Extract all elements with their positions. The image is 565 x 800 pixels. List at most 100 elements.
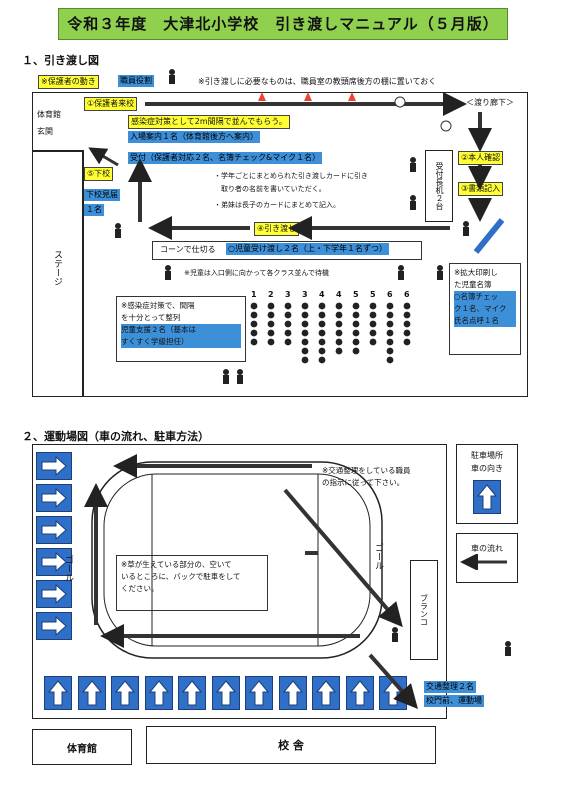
flow-arrow-exit xyxy=(88,147,119,167)
person-icons xyxy=(115,69,469,384)
traffic-note-2: の指示に従って下さい。 xyxy=(322,478,405,487)
step1-guardian-arrival: ①保護者来校 xyxy=(84,97,138,111)
guide-staff: 入場案内１名（体育館後方へ案内） xyxy=(128,131,260,143)
student-dot xyxy=(369,338,377,346)
parking-slot-right-arrow-icon xyxy=(36,484,72,512)
goal-right-label: ゴール xyxy=(373,543,383,570)
parking-slot-up-arrow-icon xyxy=(178,676,206,710)
stage-divider xyxy=(82,150,84,397)
reception-note-1: ・学年ごとにまとめられた引き渡しカードに引き xyxy=(214,172,368,180)
grade-label: 5 xyxy=(370,290,376,299)
student-dot xyxy=(318,347,326,355)
traffic-staff-icons xyxy=(392,627,511,656)
parking-slot-up-arrow-icon xyxy=(211,676,240,710)
grade-label: 3 xyxy=(302,290,308,299)
student-dot xyxy=(301,329,309,337)
student-dot xyxy=(369,311,377,319)
class-waiting-note: ※児童は入口側に向かって各クラス並んで待機 xyxy=(184,269,330,277)
grade-label: 2 xyxy=(268,290,274,299)
flow-legend-label: 車の流れ xyxy=(471,544,503,553)
parking-slot-up-arrow-icon xyxy=(111,676,139,710)
student-dot xyxy=(352,311,360,319)
student-dot xyxy=(352,347,360,355)
student-dot xyxy=(335,320,343,328)
student-dot xyxy=(267,311,275,319)
swing-label: ブランコ xyxy=(410,560,438,660)
roll-staff-2: ク１名、マイク xyxy=(454,303,516,315)
student-dot xyxy=(318,338,326,346)
parking-slot-up-arrow-icon xyxy=(345,676,374,710)
blue-partition xyxy=(473,218,505,254)
reception-staff: 受付（保護者対応２名、名簿チェック&マイク１名） xyxy=(128,152,323,164)
student-dot xyxy=(301,320,309,328)
grade-label: 6 xyxy=(404,290,410,299)
student-dot xyxy=(267,302,275,310)
entrance-divider xyxy=(32,150,82,152)
grass-note-3: ください。 xyxy=(121,584,159,593)
gym-floor-plan xyxy=(32,92,528,397)
student-dot xyxy=(284,311,292,319)
parking-slot-up-arrow-icon xyxy=(144,676,173,710)
student-dot xyxy=(386,320,394,328)
parking-slot-up-arrow-icon xyxy=(278,676,307,710)
traffic-staff-2: 校門前、運動場 xyxy=(424,695,484,707)
exit-staff-1: 下校見届 xyxy=(84,189,120,201)
student-dot xyxy=(284,329,292,337)
parking-slot-right-arrow-icon xyxy=(36,516,72,544)
roll-call-note-box: ※拡大印刷し た児童名簿 ○名簿チェッ ク１名、マイク 氏名点呼１名 xyxy=(449,263,521,355)
parking-slot-up-arrow-icon xyxy=(245,676,273,710)
student-dot xyxy=(284,302,292,310)
playground-map xyxy=(32,444,447,719)
track-outer xyxy=(91,461,383,659)
student-dot xyxy=(352,338,360,346)
section2-heading: ２、運動場図（車の流れ、駐車方法） xyxy=(22,430,210,443)
legend-staff: 職員役割 xyxy=(118,75,154,87)
student-dot xyxy=(318,311,326,319)
student-dot xyxy=(267,329,275,337)
student-dot xyxy=(301,356,309,364)
student-dot xyxy=(301,347,309,355)
student-dot xyxy=(386,347,394,355)
student-dot xyxy=(403,338,411,346)
student-dot xyxy=(250,329,258,337)
student-dot xyxy=(386,356,394,364)
grass-note-1: ※草が生えている部分の、空いて xyxy=(121,560,232,569)
student-dot xyxy=(386,311,394,319)
student-dot xyxy=(318,329,326,337)
student-dot xyxy=(369,329,377,337)
parking-slot-up-arrow-icon xyxy=(312,676,340,710)
gym-entrance-label-2: 玄関 xyxy=(37,127,53,136)
grade-label: 1 xyxy=(251,290,257,299)
parking-slot-right-arrow-icon xyxy=(36,548,72,576)
cone-label: コーンで仕切る xyxy=(160,245,216,254)
grade-label: 4 xyxy=(319,290,325,299)
roll-staff-3: 氏名点呼１名 xyxy=(454,315,516,327)
parking-slot-up-arrow-icon xyxy=(44,676,72,710)
gym-entrance-label-1: 体育館 xyxy=(37,110,61,119)
parking-slot-right-arrow-icon xyxy=(36,580,72,608)
student-dot xyxy=(335,347,343,355)
grass-parking-note: ※草が生えている部分の、空いて いるところに、バックで駐車をして ください。 xyxy=(116,555,268,611)
traffic-note-1: ※交通整理をしている職員 xyxy=(322,466,411,475)
student-dot xyxy=(403,329,411,337)
student-dot xyxy=(403,320,411,328)
student-dot xyxy=(284,320,292,328)
stage-label: ステージ xyxy=(52,250,62,286)
school-building: 校 舎 xyxy=(146,726,436,764)
goal-left-label: ゴール xyxy=(63,555,73,582)
corridor-label: ＜渡り廊下＞ xyxy=(466,98,514,107)
student-dot xyxy=(335,311,343,319)
student-dot xyxy=(369,320,377,328)
student-dot xyxy=(386,329,394,337)
student-dot xyxy=(250,320,258,328)
grade-label: 6 xyxy=(387,290,393,299)
page-title: 令和３年度 大津北小学校 引き渡しマニュアル（５月版） xyxy=(58,8,508,40)
alignment-note-2: を十分とって整列 xyxy=(121,313,181,322)
student-dot xyxy=(403,302,411,310)
parking-legend-1: 駐車場所 xyxy=(471,451,503,460)
student-dot xyxy=(267,338,275,346)
student-dot xyxy=(386,302,394,310)
alignment-note-box: ※感染症対策で、間隔 を十分とって整列 児童支援２名（基本は すくすく学級担任） xyxy=(116,296,246,362)
